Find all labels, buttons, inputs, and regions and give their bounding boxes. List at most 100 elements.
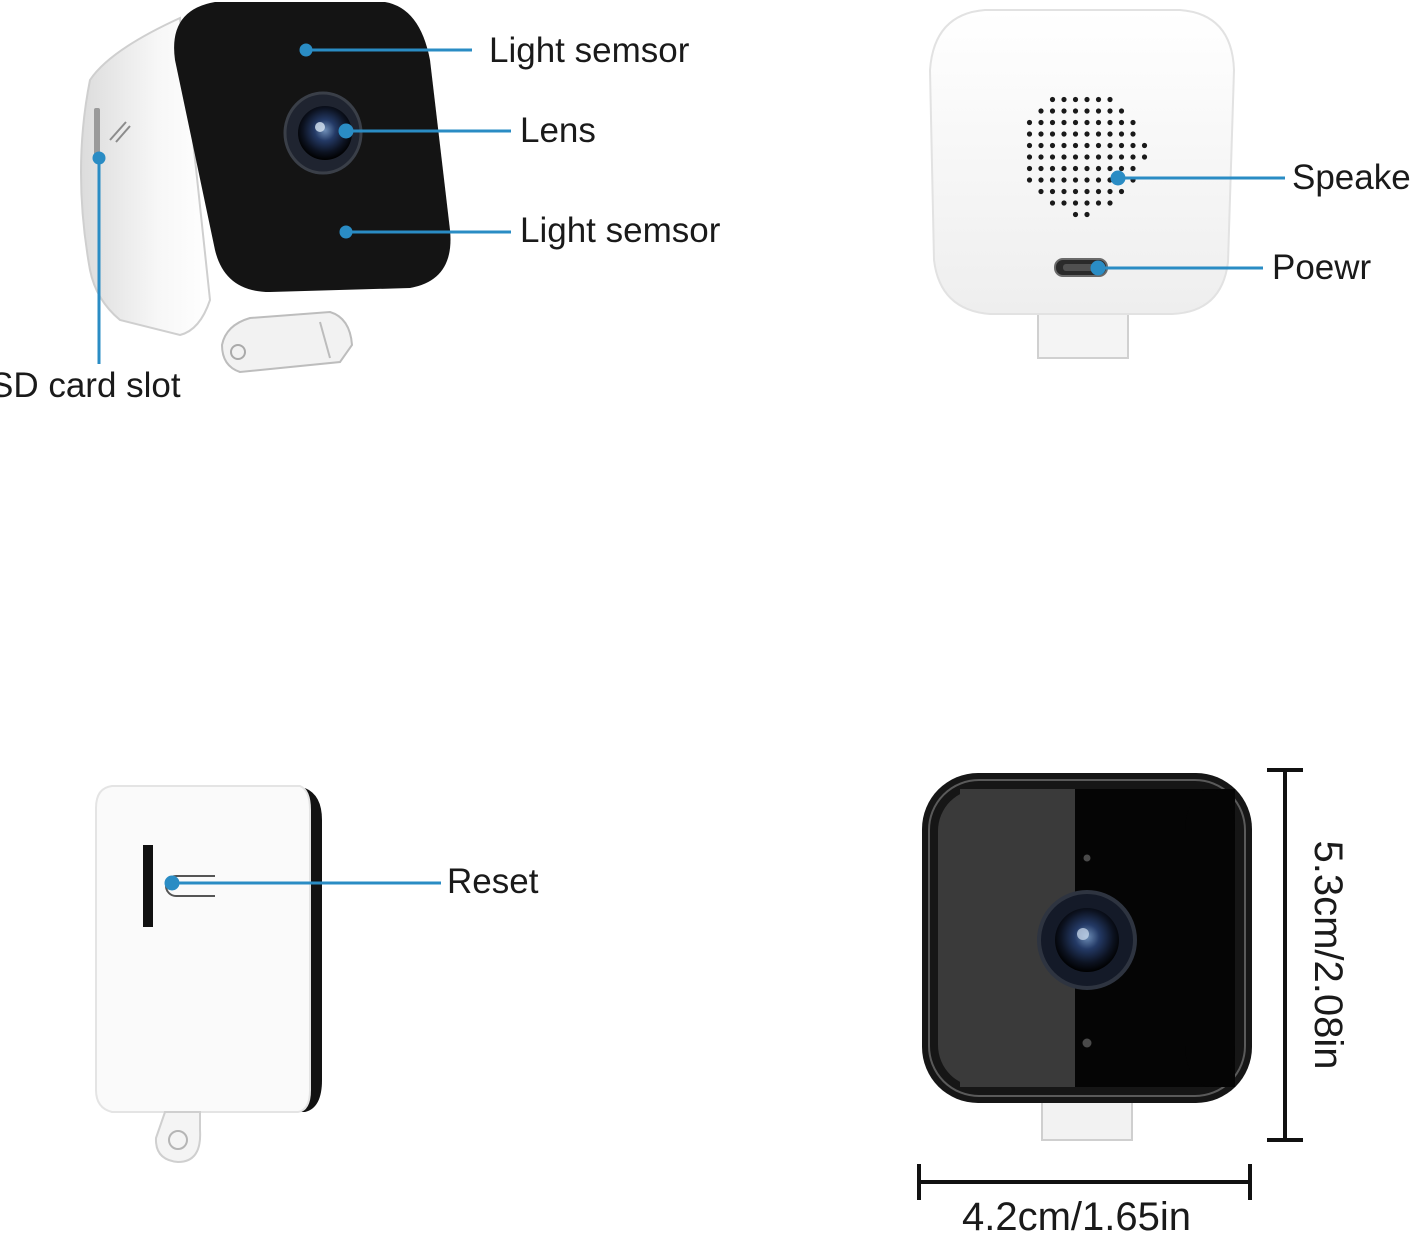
speaker-hole (1038, 108, 1044, 114)
speaker-hole (1118, 154, 1125, 160)
back-view (928, 9, 1236, 359)
label-lens: Lens (520, 111, 596, 150)
speaker-hole (1095, 154, 1102, 160)
speaker-hole (1061, 108, 1067, 114)
lens-glass (298, 106, 352, 160)
speaker-hole (1049, 142, 1056, 149)
front-sensor-top (1083, 854, 1091, 862)
speaker-hole (1084, 200, 1090, 206)
speaker-hole (1141, 154, 1148, 160)
speaker-hole (1107, 200, 1113, 206)
speaker-hole (1038, 165, 1044, 172)
speaker-hole (1118, 165, 1125, 172)
speaker-hole (1084, 96, 1090, 103)
camera-back-body (928, 9, 1236, 315)
speaker-hole (1084, 188, 1090, 195)
speaker-hole (1072, 142, 1079, 149)
speaker-hole (1084, 154, 1090, 160)
label-height-dimension: 5.3cm/2.08in (1306, 840, 1350, 1070)
speaker-hole (1072, 119, 1079, 126)
speaker-hole (1061, 188, 1067, 195)
speaker-hole (1107, 188, 1113, 195)
speaker-hole (1038, 119, 1044, 126)
speaker-hole (1026, 119, 1033, 126)
speaker-hole (1095, 177, 1102, 183)
speaker-hole (1130, 165, 1136, 172)
speaker-hole (1049, 96, 1056, 103)
label-width-dimension: 4.2cm/1.65in (962, 1195, 1192, 1239)
speaker-hole (1072, 154, 1079, 160)
speaker-hole (1061, 154, 1067, 160)
speaker-hole (1061, 131, 1067, 137)
speaker-hole (1061, 119, 1067, 126)
mount-hinge (220, 310, 354, 374)
speaker-hole (1038, 131, 1044, 137)
speaker-hole (1095, 165, 1102, 172)
speaker-hole (1130, 131, 1136, 137)
speaker-hole (1084, 119, 1090, 126)
front-rim (928, 779, 1246, 1097)
speaker-hole (1026, 131, 1033, 137)
speaker-hole (1095, 96, 1102, 103)
speaker-hole (1049, 200, 1056, 206)
speaker-hole (1061, 177, 1067, 183)
speaker-hole (1049, 108, 1056, 114)
speaker-hole (1107, 165, 1113, 172)
speaker-hole (1049, 177, 1056, 183)
speaker-hole (1084, 165, 1090, 172)
speaker-hole (1049, 154, 1056, 160)
speaker-hole (1107, 142, 1113, 149)
speaker-hole (1095, 131, 1102, 137)
speaker-hole (1118, 131, 1125, 137)
speaker-hole (1061, 165, 1067, 172)
speaker-hole (1118, 108, 1125, 114)
dimension-lines (917, 768, 1303, 1200)
speaker-hole (1118, 188, 1125, 195)
speaker-hole (1072, 200, 1079, 206)
speaker-hole (1026, 154, 1033, 160)
label-speaker: Speake (1292, 158, 1411, 197)
speaker-hole (1084, 131, 1090, 137)
side-view (95, 785, 322, 1164)
speaker-hole (1130, 142, 1136, 149)
speaker-hole (1095, 108, 1102, 114)
speaker-hole (1107, 154, 1113, 160)
speaker-hole (1038, 154, 1044, 160)
speaker-hole (1026, 142, 1033, 149)
label-light-sensor-top: Light semsor (489, 31, 690, 70)
speaker-hole (1084, 142, 1090, 149)
speaker-hole (1049, 131, 1056, 137)
speaker-hole (1118, 142, 1125, 149)
speaker-hole (1095, 188, 1102, 195)
side-white-body (95, 785, 311, 1113)
camera-body-side (80, 16, 212, 337)
front-angle-view (80, 2, 451, 374)
front-lens-glass (1055, 908, 1119, 972)
speaker-hole (1061, 200, 1067, 206)
speaker-hole (1107, 108, 1113, 114)
label-sd-card-slot: SD card slot (0, 366, 181, 405)
speaker-hole (1072, 165, 1079, 172)
speaker-hole (1084, 177, 1090, 183)
speaker-hole (1072, 211, 1079, 218)
speaker-hole (1095, 200, 1102, 206)
speaker-hole (1107, 119, 1113, 126)
front-sensor-bottom (1082, 1038, 1092, 1048)
speaker-hole (1061, 96, 1067, 103)
speaker-hole (1141, 142, 1148, 149)
speaker-hole (1072, 188, 1079, 195)
speaker-hole (1072, 131, 1079, 137)
speaker-hole (1095, 142, 1102, 149)
speaker-hole (1049, 188, 1056, 195)
speaker-hole (1084, 108, 1090, 114)
speaker-hole (1130, 154, 1136, 160)
speaker-hole (1130, 119, 1136, 126)
front-view (922, 773, 1252, 1141)
speaker-hole (1038, 142, 1044, 149)
speaker-hole (1072, 108, 1079, 114)
sd-card-slot (94, 108, 100, 158)
side-slot-bar (143, 845, 153, 927)
side-mount-tab (154, 1111, 202, 1164)
speaker-hole (1038, 188, 1044, 195)
